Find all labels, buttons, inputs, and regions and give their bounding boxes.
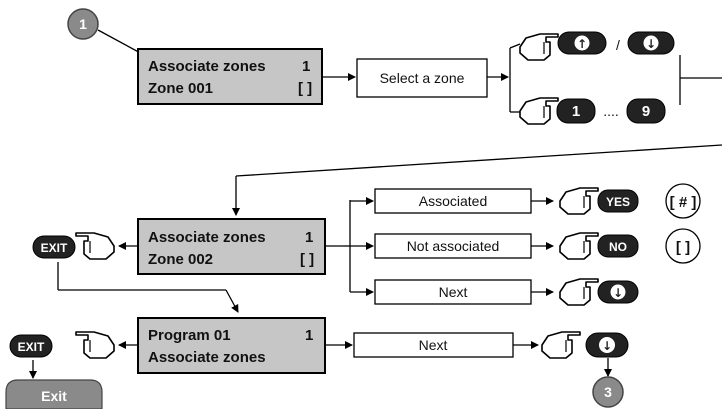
svg-text:....: .... — [603, 103, 619, 119]
lcd-display-2: Associate zones 1 Zone 002 [ ] — [137, 218, 326, 275]
svg-text:9: 9 — [642, 103, 650, 120]
down-arrow-icon: ↓ — [613, 286, 623, 300]
svg-text:NO: NO — [609, 240, 627, 254]
yes-key — [597, 189, 639, 213]
svg-text:3: 3 — [604, 384, 612, 400]
select-zone-box: Select a zone — [356, 58, 488, 98]
down-key-group-bottom: ↓ — [541, 331, 629, 359]
lcd-display-3: Program 01 1 Associate zones — [137, 317, 326, 374]
option-not-associated: Not associated — [374, 233, 532, 259]
svg-text:1: 1 — [79, 16, 87, 32]
svg-text:[ ]: [ ] — [676, 239, 690, 256]
branch-hooks — [509, 43, 521, 113]
svg-text:Zone 002: Zone 002 — [148, 251, 213, 268]
svg-text:1: 1 — [305, 327, 313, 344]
svg-text:Associate zones: Associate zones — [148, 349, 266, 366]
exit-tab: Exit — [5, 379, 103, 409]
connectors — [29, 29, 722, 379]
svg-text:EXIT: EXIT — [41, 241, 68, 255]
digit-key-group: 1 .... 9 — [519, 97, 666, 125]
svg-text:EXIT: EXIT — [18, 340, 45, 354]
svg-text:Associated: Associated — [419, 193, 487, 209]
no-key-group: NO — [559, 232, 639, 260]
svg-text:Program 01: Program 01 — [148, 327, 231, 344]
svg-text:[ ]: [ ] — [300, 251, 314, 268]
svg-text:Exit: Exit — [41, 388, 67, 404]
yes-key-group: YES — [559, 187, 639, 215]
step-badge-start: 1 — [67, 8, 99, 40]
up-down-key-group: ↑ / ↓ — [519, 31, 675, 61]
no-key — [597, 234, 639, 258]
svg-text:1: 1 — [302, 58, 310, 75]
svg-text:Associate zones: Associate zones — [148, 229, 266, 246]
next-down-key-group: ↓ — [559, 278, 639, 306]
up-arrow-icon: ↑ — [577, 37, 587, 51]
svg-text:1: 1 — [572, 103, 580, 120]
svg-text:Not associated: Not associated — [407, 238, 500, 254]
next-box-bottom: Next — [353, 332, 514, 358]
option-next: Next — [374, 279, 532, 305]
svg-text:Select a zone: Select a zone — [380, 70, 465, 86]
svg-text:[ # ]: [ # ] — [670, 194, 697, 211]
key-one — [556, 98, 596, 124]
exit-key-2 — [9, 334, 53, 358]
lcd1-line2: Zone 001 — [148, 80, 213, 97]
indicator-not-associated: [ ] — [665, 228, 701, 264]
svg-text:/: / — [616, 37, 620, 53]
lcd-display-1: Associate zones 1 Zone 001 [ ] — [137, 48, 323, 105]
svg-text:[ ]: [ ] — [298, 80, 312, 97]
exit-key-group-2: EXIT — [9, 331, 115, 359]
option-associated: Associated — [374, 188, 532, 214]
indicator-associated: [ # ] — [665, 183, 701, 219]
down-arrow-icon: ↓ — [646, 37, 656, 51]
svg-text:YES: YES — [606, 195, 630, 209]
down-arrow-icon: ↓ — [602, 339, 612, 353]
exit-key-1 — [32, 235, 76, 259]
svg-text:Next: Next — [419, 337, 448, 353]
step-badge-end: 3 — [592, 376, 624, 408]
exit-key-group-1: EXIT — [32, 232, 115, 260]
svg-text:Next: Next — [439, 284, 468, 300]
lcd1-line1: Associate zones — [148, 58, 266, 75]
svg-text:1: 1 — [305, 229, 313, 246]
key-nine — [626, 98, 666, 124]
